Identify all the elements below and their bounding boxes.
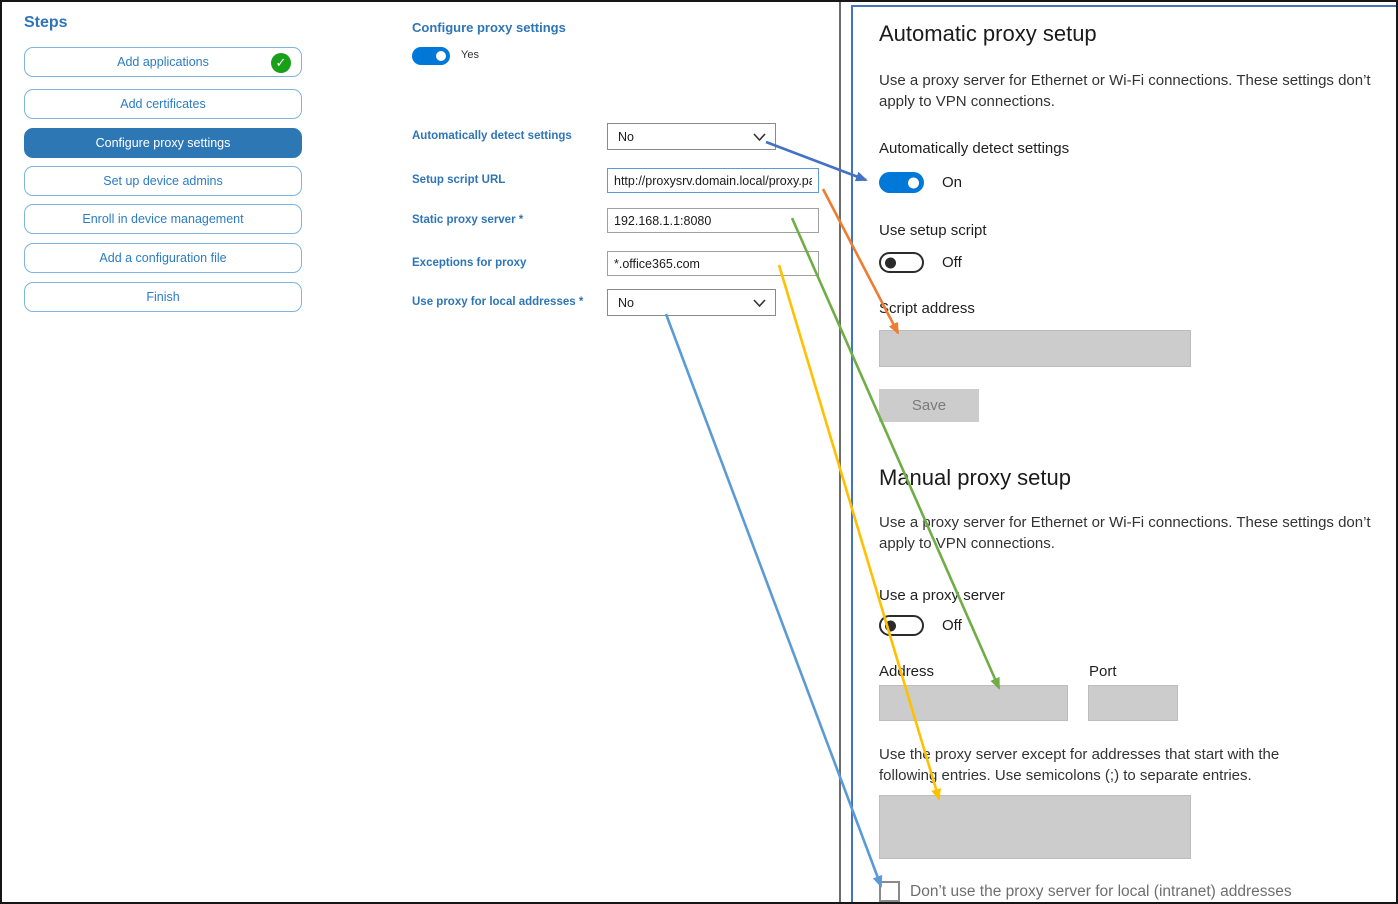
address-label: Address xyxy=(879,663,935,680)
sidebar-item-set-up-device-admins[interactable]: Set up device admins xyxy=(24,166,302,196)
port-label: Port xyxy=(1089,663,1117,680)
proxy-exceptions-text: Use the proxy server except for addresse… xyxy=(879,746,1280,784)
step-label: Enroll in device management xyxy=(82,212,244,226)
local-addresses-mapping xyxy=(664,313,883,888)
steps-title: Steps xyxy=(24,14,68,31)
detect-settings-label: Automatically detect settings xyxy=(879,140,1070,157)
configure-proxy-toggle-state: Yes xyxy=(461,49,479,61)
script-address-label: Script address xyxy=(879,300,975,317)
manual-proxy-setup-heading: Manual proxy setup xyxy=(879,465,1071,490)
use-proxy-server-toggle[interactable] xyxy=(879,615,924,636)
use-proxy-server-state: Off xyxy=(942,617,962,634)
field-label-exceptions-for-proxy: Exceptions for proxy xyxy=(412,257,527,269)
local-addresses-checkbox-label: Don’t use the proxy server for local (in… xyxy=(910,883,1292,900)
static-proxy-server-input[interactable] xyxy=(607,208,819,233)
field-label-automatically-detect-settings: Automatically detect settings xyxy=(412,130,572,142)
select-value: No xyxy=(618,295,634,310)
address-input[interactable] xyxy=(879,685,1068,721)
sidebar-item-add-applications[interactable]: Add applications ✓ xyxy=(24,47,302,77)
manual-proxy-description: Use a proxy server for Ethernet or Wi-Fi… xyxy=(879,514,1371,552)
sidebar-item-add-certificates[interactable]: Add certificates xyxy=(24,89,302,119)
script-address-input[interactable] xyxy=(879,330,1191,367)
step-label: Set up device admins xyxy=(103,174,223,188)
chevron-down-icon xyxy=(753,298,766,307)
automatic-proxy-setup-heading: Automatic proxy setup xyxy=(879,21,1097,46)
configure-proxy-toggle[interactable] xyxy=(412,47,450,65)
field-label-setup-script-url: Setup script URL xyxy=(412,174,506,186)
use-proxy-server-label: Use a proxy server xyxy=(879,587,1005,604)
pane-divider xyxy=(839,2,841,902)
sidebar-item-finish[interactable]: Finish xyxy=(24,282,302,312)
proxy-exceptions-textarea[interactable] xyxy=(879,795,1191,859)
use-setup-script-state: Off xyxy=(942,254,962,271)
use-setup-script-toggle[interactable] xyxy=(879,252,924,273)
form-title: Configure proxy settings xyxy=(412,20,566,35)
completed-check-icon: ✓ xyxy=(271,53,291,73)
select-value: No xyxy=(618,129,634,144)
setup-script-url-input[interactable] xyxy=(607,168,819,193)
save-button[interactable]: Save xyxy=(879,389,979,422)
sidebar-item-configure-proxy-settings[interactable]: Configure proxy settings xyxy=(24,128,302,158)
sidebar-item-enroll-in-device-management[interactable]: Enroll in device management xyxy=(24,204,302,234)
exceptions-for-proxy-input[interactable] xyxy=(607,251,819,276)
detect-settings-state: On xyxy=(942,174,963,191)
step-label: Add a configuration file xyxy=(99,251,227,265)
port-input[interactable] xyxy=(1088,685,1178,721)
automatically-detect-settings-select[interactable]: No xyxy=(607,123,776,150)
field-label-use-proxy-for-local-addresses: Use proxy for local addresses * xyxy=(412,296,584,308)
step-label: Add applications xyxy=(117,55,209,69)
step-label: Add certificates xyxy=(120,97,206,111)
detect-settings-toggle[interactable] xyxy=(879,172,924,193)
use-proxy-for-local-addresses-select[interactable]: No xyxy=(607,289,776,316)
chevron-down-icon xyxy=(753,132,766,141)
local-addresses-checkbox[interactable] xyxy=(879,881,900,902)
step-label: Configure proxy settings xyxy=(95,136,231,150)
automatic-proxy-description: Use a proxy server for Ethernet or Wi-Fi… xyxy=(879,72,1371,110)
field-label-static-proxy-server: Static proxy server * xyxy=(412,214,524,226)
step-label: Finish xyxy=(146,290,180,304)
use-setup-script-label: Use setup script xyxy=(879,222,987,239)
sidebar-item-add-a-configuration-file[interactable]: Add a configuration file xyxy=(24,243,302,273)
